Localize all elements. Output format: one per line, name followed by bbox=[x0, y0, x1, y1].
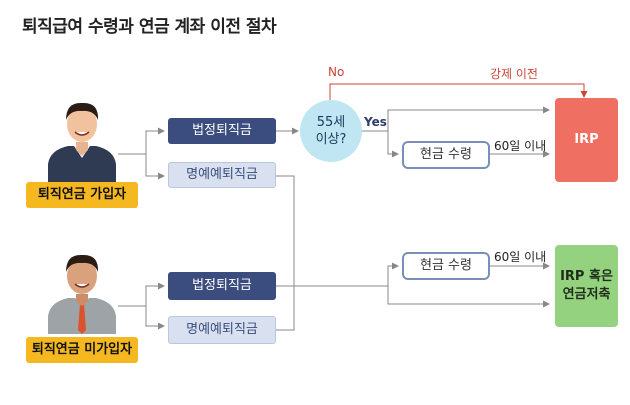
statutory-severance-box-1: 법정퇴직금 bbox=[168, 118, 276, 144]
edge-yes-cash1 bbox=[387, 131, 399, 158]
within-60-days-label-1: 60일 이내 bbox=[494, 139, 547, 153]
irp-box: IRP bbox=[555, 98, 618, 182]
edge-subscriber-statutory bbox=[118, 127, 165, 155]
edge-nonsubscriber-honorary bbox=[145, 306, 165, 330]
within-60-days-label-2: 60일 이내 bbox=[494, 250, 547, 264]
age-decision-node: 55세 이상? bbox=[300, 100, 362, 162]
edge-subscriber-honorary bbox=[145, 154, 165, 180]
irp-or-pension-savings-box: IRP 혹은 연금저축 bbox=[555, 245, 618, 327]
edge-to-cash2 bbox=[387, 262, 399, 286]
cash-receipt-box-2: 현금 수령 bbox=[402, 252, 490, 280]
subscriber-label: 퇴직연금 가입자 bbox=[26, 182, 138, 208]
yes-label: Yes bbox=[364, 115, 387, 129]
non-subscriber-label: 퇴직연금 미가입자 bbox=[26, 337, 138, 363]
forced-transfer-label: 강제 이전 bbox=[490, 67, 538, 81]
edge-no-forced-irp bbox=[329, 83, 588, 100]
page-title: 퇴직급여 수령과 연금 계좌 이전 절차 bbox=[22, 17, 277, 37]
statutory-severance-box-2: 법정퇴직금 bbox=[168, 272, 276, 300]
edge-yes-irp bbox=[362, 106, 550, 132]
edge-honorary-merge bbox=[276, 175, 295, 286]
edge-to-green bbox=[387, 286, 550, 308]
non-subscriber-avatar-icon bbox=[48, 254, 116, 334]
edge-honorary2-merge bbox=[276, 286, 295, 331]
pension-savings-line: 연금저축 bbox=[562, 287, 611, 302]
subscriber-avatar-icon bbox=[48, 102, 116, 182]
decision-line2: 이상? bbox=[315, 132, 347, 147]
honorary-severance-box-2: 명예예퇴직금 bbox=[168, 316, 276, 344]
decision-line1: 55세 bbox=[316, 115, 346, 130]
irp-or-line: IRP 혹은 bbox=[560, 269, 613, 284]
no-label: No bbox=[328, 65, 345, 79]
honorary-severance-box-1: 명예예퇴직금 bbox=[168, 162, 276, 188]
cash-receipt-box-1: 현금 수령 bbox=[402, 141, 490, 169]
edge-nonsubscriber-statutory bbox=[118, 282, 165, 307]
